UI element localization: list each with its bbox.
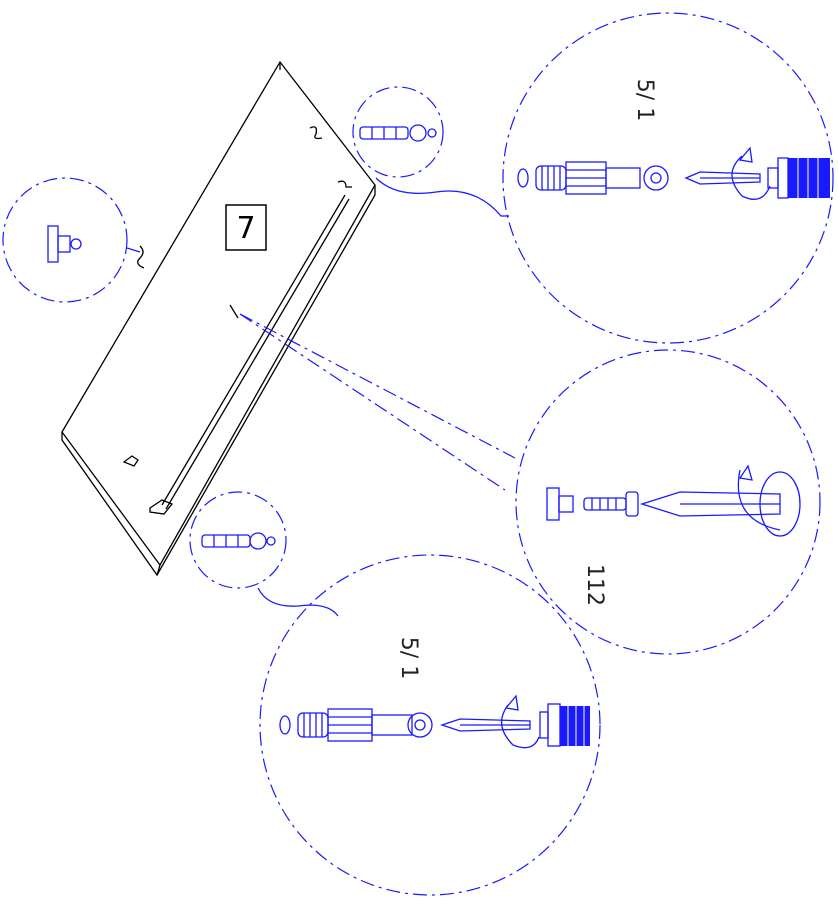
dowel-detail-small-bottom [189, 491, 287, 589]
callout-label-top: 5/ 1 [632, 79, 657, 121]
callout-label-bottom: 5/ 1 [396, 637, 421, 679]
dowel-detail-large-top: 5/ 1 [375, 12, 834, 344]
cam-screw-detail: 112 [239, 313, 821, 655]
cam-lock-detail-small [2, 177, 141, 303]
panel-number-badge: 7 [225, 204, 267, 251]
dowel-detail-small-top [352, 86, 444, 178]
dowel-detail-large-bottom: 5/ 1 [257, 554, 601, 896]
panel-number: 7 [236, 211, 255, 246]
callout-label-middle: 112 [582, 564, 607, 606]
panel-board [61, 60, 376, 577]
